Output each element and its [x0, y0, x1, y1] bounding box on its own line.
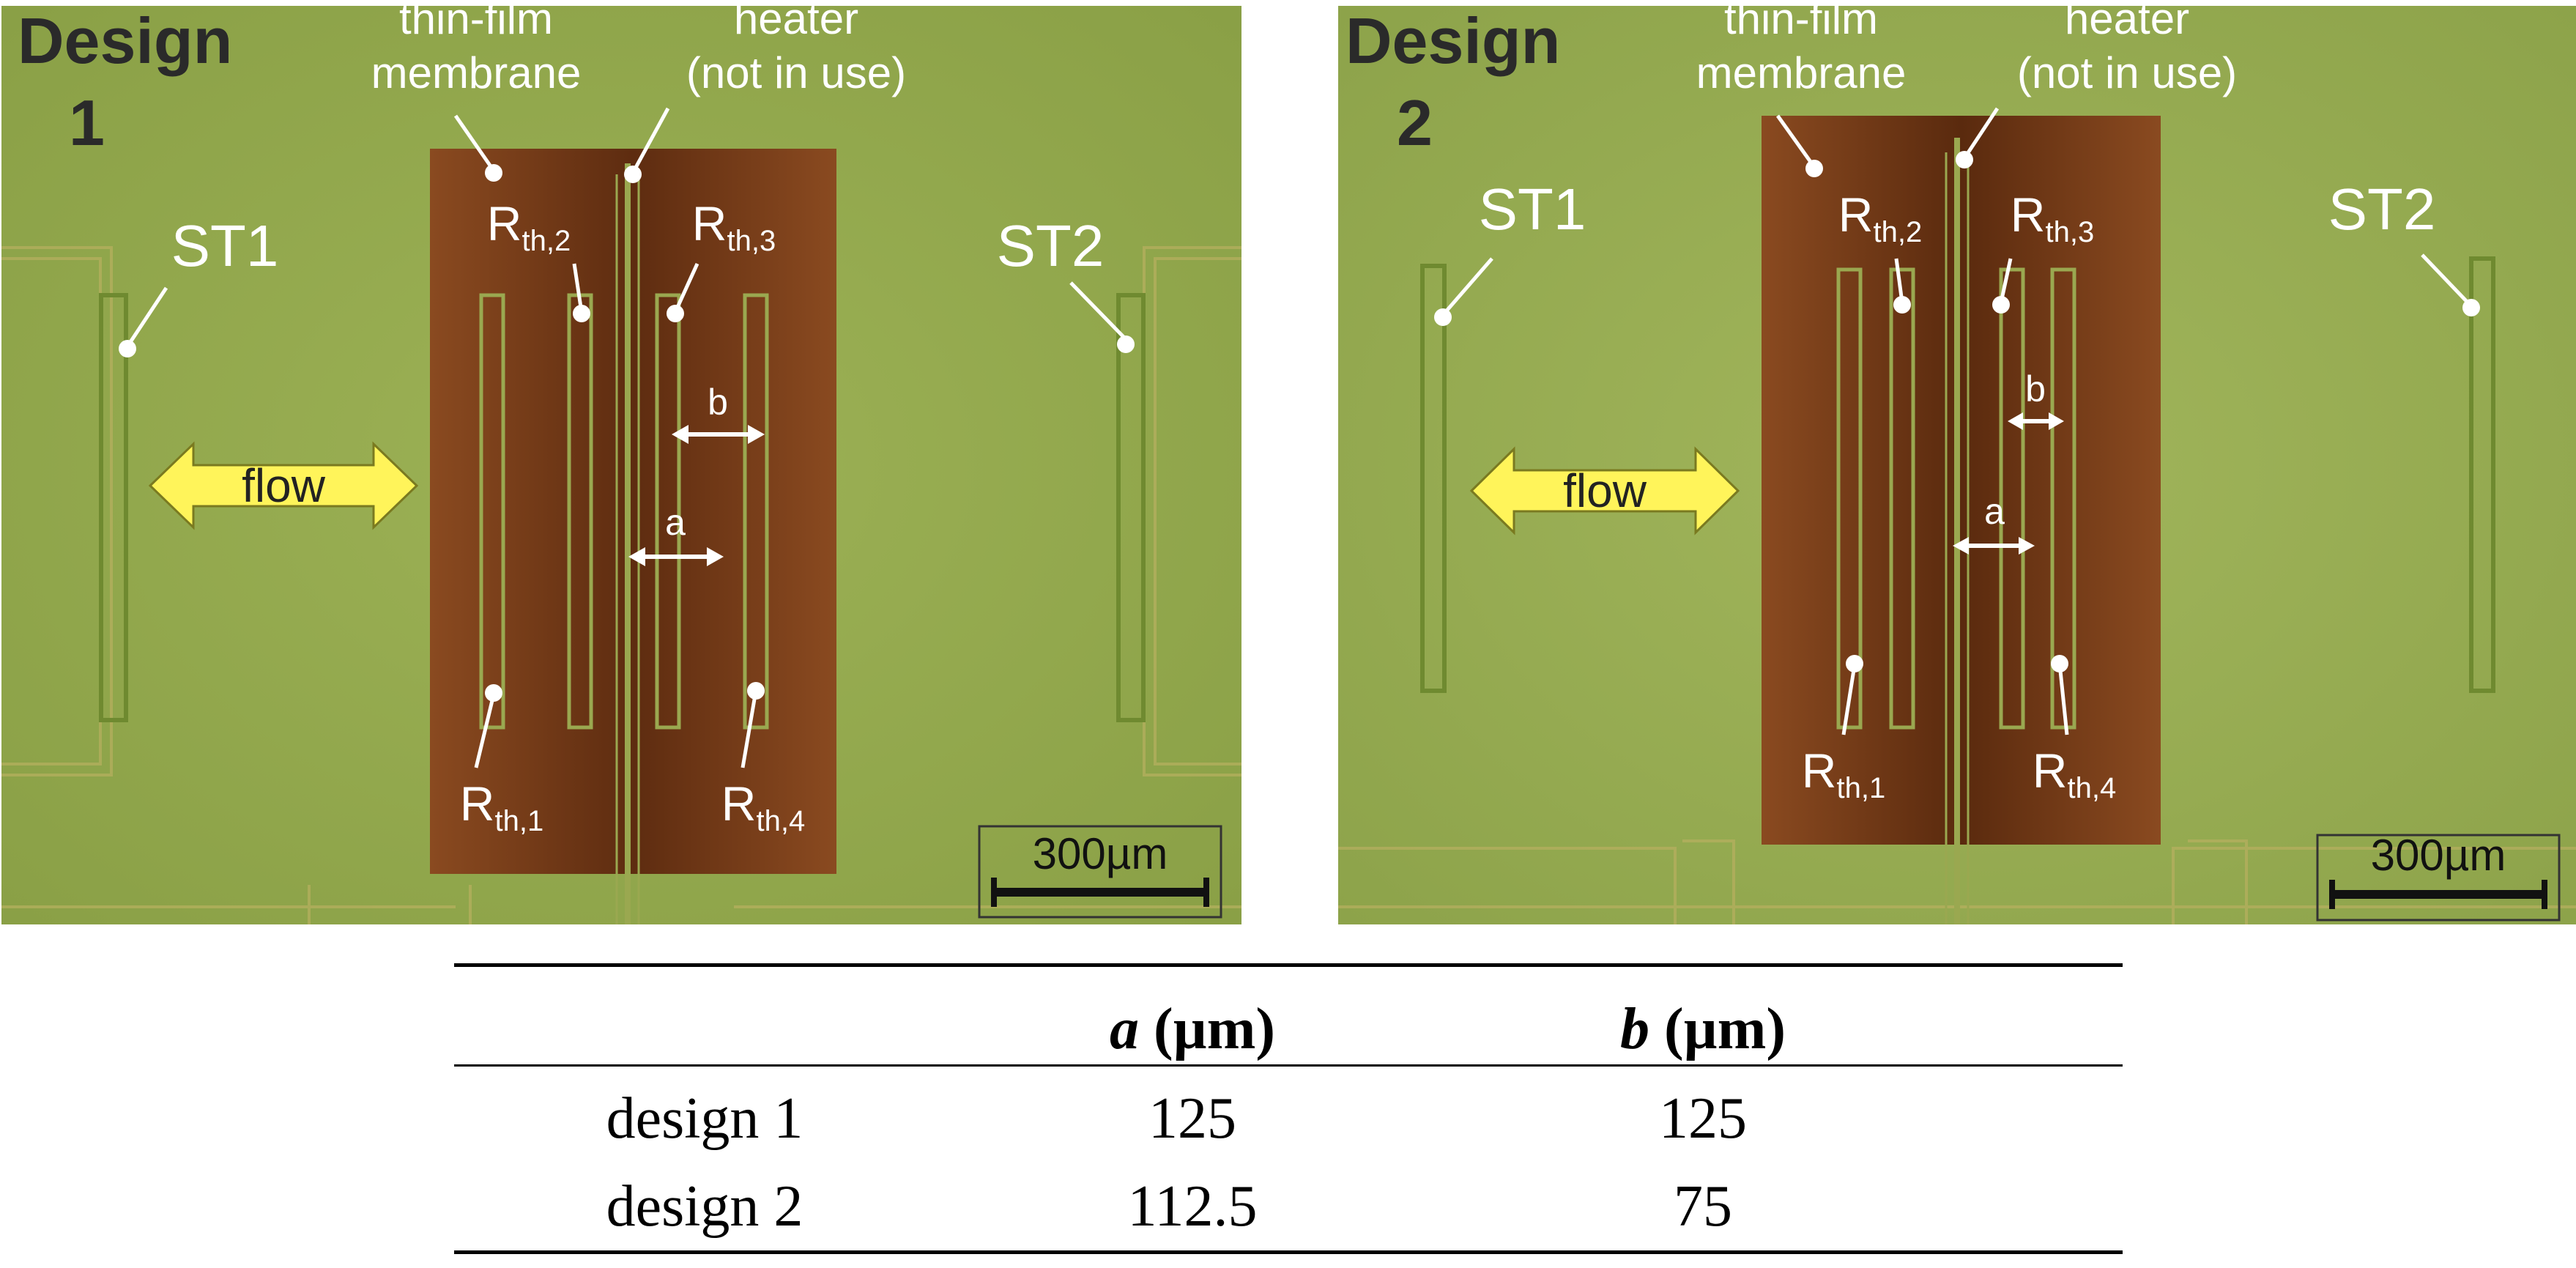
table-header-rule — [454, 1064, 2123, 1067]
label-thin-film: thin-film — [399, 6, 553, 43]
micrograph-design-2: 300µm Design 2 thin-film membrane heater… — [1338, 6, 2576, 924]
flow-arrow — [1469, 446, 1740, 535]
label-r-th-2: Rth,2 — [487, 196, 571, 257]
label-flow: flow — [1563, 464, 1647, 517]
design-number: 2 — [1397, 86, 1433, 159]
st1-sensor — [99, 293, 128, 722]
label-r-th-3: Rth,3 — [2011, 188, 2094, 248]
dimension-table: a (µm) b (µm) design 1 125 125 design 2 … — [454, 960, 2123, 1260]
leader-lines — [125, 107, 1127, 768]
table-bottom-rule — [454, 1250, 2123, 1254]
resistor-stripes — [479, 293, 769, 730]
label-heater: heater — [2065, 6, 2189, 43]
st1-sensor — [1420, 264, 1447, 693]
row-2-a: 112.5 — [1127, 1174, 1258, 1239]
table-top-rule — [454, 963, 2123, 967]
scale-bar-label: 300µm — [1033, 829, 1168, 878]
thin-film-membrane — [430, 149, 836, 874]
label-r-th-4: Rth,4 — [721, 776, 805, 837]
label-heater: heater — [734, 6, 858, 43]
header-a: a (µm) — [1109, 997, 1276, 1061]
label-thin-film: thin-film — [1724, 6, 1878, 43]
label-dim-b: b — [708, 382, 728, 423]
row-1-design: design 1 — [606, 1086, 803, 1151]
label-not-in-use: (not in use) — [2017, 48, 2237, 97]
scale-bar-box — [978, 825, 1222, 919]
dimension-arrow-a — [628, 547, 724, 566]
scale-bar-label: 300µm — [2371, 831, 2506, 880]
dimension-arrow-b — [2008, 412, 2064, 430]
marker-dots — [119, 164, 1135, 702]
label-not-in-use: (not in use) — [686, 48, 906, 97]
micrograph-design-1: 300µm Design 1 thin-film membrane heater… — [1, 6, 1241, 924]
label-membrane: membrane — [371, 48, 582, 97]
row-1-b: 125 — [1659, 1086, 1747, 1151]
dimension-arrow-b — [672, 425, 765, 444]
label-st2: ST2 — [2328, 177, 2436, 242]
marker-dots — [1434, 151, 2480, 672]
label-r-th-3: Rth,3 — [692, 196, 776, 257]
st2-sensor — [2469, 256, 2495, 693]
flow-arrow — [148, 441, 419, 530]
header-b: b (µm) — [1619, 997, 1786, 1061]
label-st1: ST1 — [1479, 177, 1586, 242]
leader-lines — [1441, 107, 2473, 735]
label-membrane: membrane — [1696, 48, 1907, 97]
label-st1: ST1 — [171, 213, 279, 278]
label-dim-b: b — [2025, 368, 2046, 409]
label-r-th-1: Rth,1 — [1802, 744, 1885, 804]
resistor-stripes — [1836, 267, 2076, 730]
dimension-arrow-a — [1953, 537, 2035, 555]
label-r-th-4: Rth,4 — [2033, 744, 2116, 804]
row-1-a: 125 — [1148, 1086, 1236, 1151]
row-2-design: design 2 — [606, 1174, 803, 1239]
label-r-th-2: Rth,2 — [1838, 188, 1922, 248]
label-st2: ST2 — [997, 213, 1105, 278]
row-2-b: 75 — [1674, 1174, 1732, 1239]
label-dim-a: a — [1984, 491, 2005, 532]
thin-film-membrane — [1762, 116, 2161, 845]
label-flow: flow — [242, 459, 326, 512]
st2-sensor — [1116, 293, 1146, 722]
design-title: Design — [18, 6, 232, 77]
design-number: 1 — [69, 86, 105, 159]
design-title: Design — [1345, 6, 1560, 77]
label-dim-a: a — [665, 502, 686, 543]
label-r-th-1: Rth,1 — [460, 776, 543, 837]
scale-bar-box — [2316, 834, 2561, 922]
